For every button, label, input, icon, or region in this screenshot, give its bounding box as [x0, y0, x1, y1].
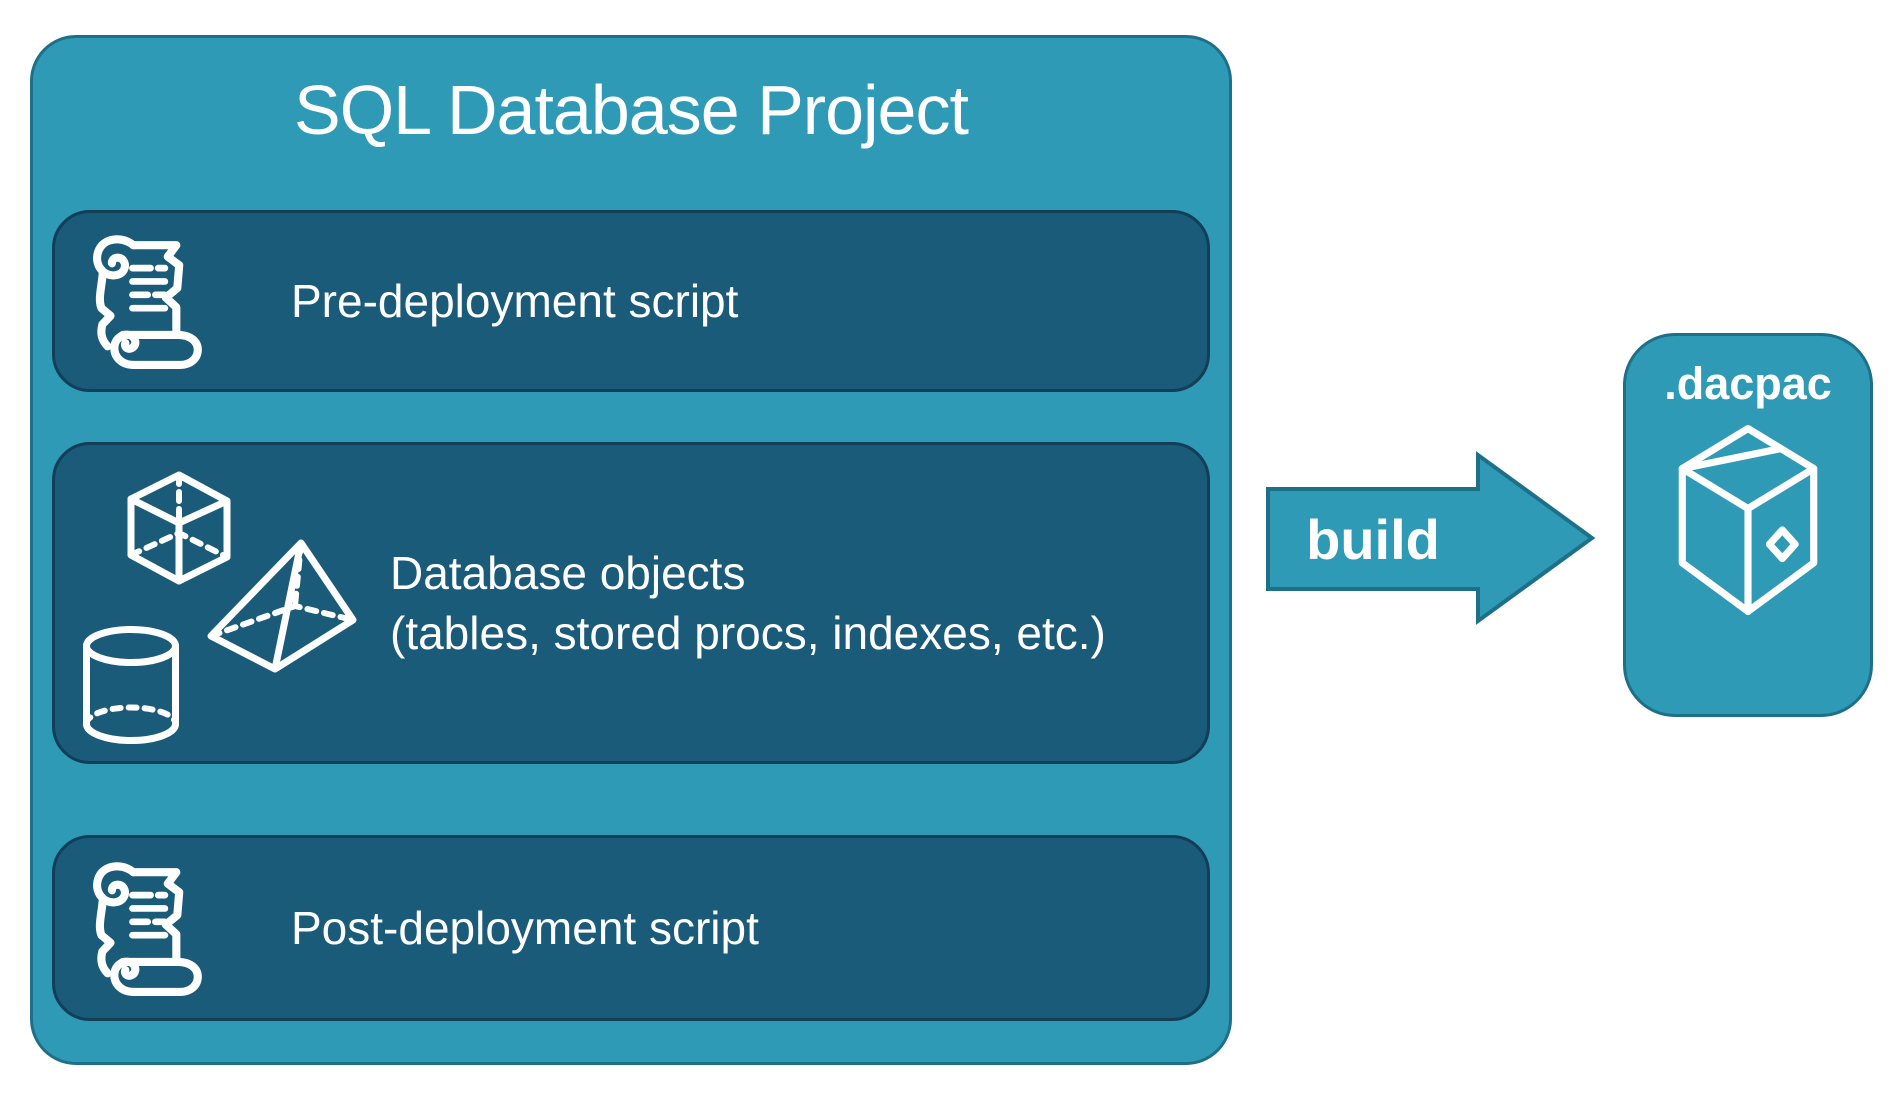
database-objects-label: Database objects (tables, stored procs, …: [390, 543, 1106, 663]
pre-deployment-label: Pre-deployment script: [291, 275, 739, 327]
scroll-icon: [93, 234, 202, 369]
project-title: SQL Database Project: [294, 71, 969, 149]
build-arrow-label: build: [1306, 507, 1440, 571]
database-objects-line2: (tables, stored procs, indexes, etc.): [390, 607, 1106, 659]
dacpac-label: .dacpac: [1664, 358, 1832, 409]
cube-icon: [127, 471, 231, 585]
database-objects-icons: [83, 471, 357, 744]
sql-database-project-container: SQL Database Project Pre-deploymen: [30, 35, 1232, 1065]
pyramid-icon: [207, 539, 357, 673]
database-objects-panel: Database objects (tables, stored procs, …: [52, 442, 1210, 764]
build-arrow: [1266, 451, 1596, 625]
database-objects-line1: Database objects: [390, 547, 746, 599]
cylinder-icon: [83, 626, 179, 744]
package-icon: [1678, 425, 1818, 615]
pre-deployment-panel: Pre-deployment script: [52, 210, 1210, 392]
post-deployment-label: Post-deployment script: [291, 902, 759, 954]
dacpac-box: .dacpac: [1623, 333, 1873, 717]
scroll-icon: [93, 861, 202, 996]
post-deployment-panel: Post-deployment script: [52, 835, 1210, 1021]
